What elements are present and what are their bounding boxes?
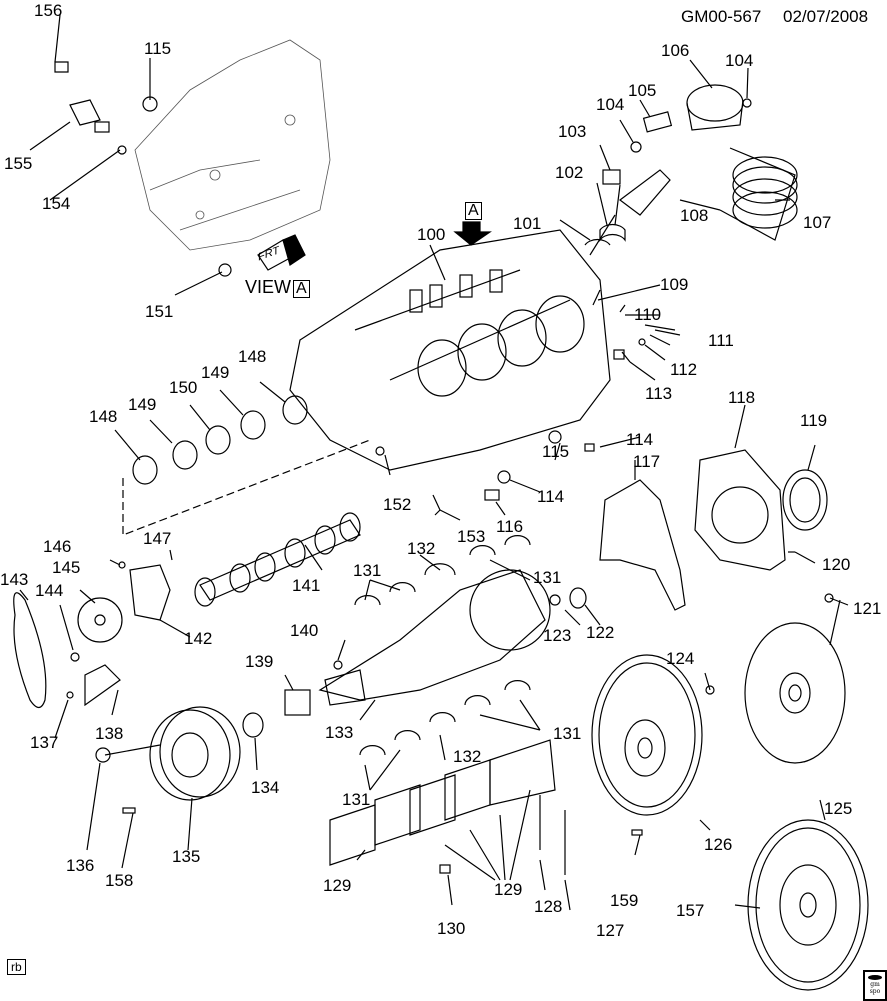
callout-107[interactable]: 107 [803,213,832,232]
callout-119[interactable]: 119 [800,411,828,430]
callout-115[interactable]: 115 [144,39,172,58]
callout-111[interactable]: 111 [708,331,734,350]
callout-112[interactable]: 112 [670,360,698,379]
main-caps-129 [329,739,556,866]
callout-108[interactable]: 108 [680,206,709,225]
piston-assembly [584,84,798,256]
callout-102[interactable]: 102 [555,163,584,182]
clutch-125 [744,622,846,764]
callout-157[interactable]: 157 [676,901,705,920]
callout-128[interactable]: 128 [534,897,563,916]
callout-116[interactable]: 116 [496,517,524,536]
diagram-date: 02/07/2008 [783,7,869,26]
callout-103[interactable]: 103 [558,122,587,141]
callout-131[interactable]: 131 [533,568,562,587]
callout-145[interactable]: 145 [52,558,81,577]
callout-136[interactable]: 136 [66,856,95,875]
callout-105[interactable]: 105 [628,81,657,100]
callout-141[interactable]: 141 [292,576,321,595]
camshaft-141 [194,512,361,607]
callout-110[interactable]: 110 [634,305,662,324]
callout-159[interactable]: 159 [610,891,639,910]
main-bearings [354,535,531,756]
callout-153[interactable]: 153 [457,527,486,546]
callout-143[interactable]: 143 [0,570,29,589]
callout-152[interactable]: 152 [383,495,412,514]
callout-144[interactable]: 144 [35,581,64,600]
callout-129[interactable]: 129 [323,876,352,895]
callout-131[interactable]: 131 [553,724,582,743]
flywheel-126 [591,654,703,816]
logo-text-1: gm [870,981,880,988]
view-ref-box: A [293,280,310,298]
callout-123[interactable]: 123 [543,626,572,645]
callout-148[interactable]: 148 [238,347,267,366]
logo-oval-icon [868,975,882,980]
callout-124[interactable]: 124 [666,649,695,668]
callout-158[interactable]: 158 [105,871,134,890]
callout-140[interactable]: 140 [290,621,319,640]
callout-137[interactable]: 137 [30,733,59,752]
callout-125[interactable]: 125 [824,799,853,818]
callout-126[interactable]: 126 [704,835,733,854]
callout-131[interactable]: 131 [342,790,371,809]
callout-134[interactable]: 134 [251,778,280,797]
callout-151[interactable]: 151 [145,302,174,321]
callout-133[interactable]: 133 [325,723,354,742]
callout-154[interactable]: 154 [42,194,71,213]
callout-109[interactable]: 109 [660,275,689,294]
callout-129[interactable]: 129 [494,880,523,899]
callout-104[interactable]: 104 [725,51,754,70]
callout-130[interactable]: 130 [437,919,466,938]
callout-117[interactable]: 117 [633,452,661,471]
callout-147[interactable]: 147 [143,529,172,548]
callout-132[interactable]: 132 [407,539,436,558]
callout-120[interactable]: 120 [822,555,851,574]
diagram-id: GM00-567 [681,7,762,26]
callout-113[interactable]: 113 [645,384,673,403]
callout-156[interactable]: 156 [34,1,63,20]
callout-115[interactable]: 115 [542,442,570,461]
callout-148[interactable]: 148 [89,407,118,426]
callout-142[interactable]: 142 [184,629,213,648]
callout-101[interactable]: 101 [513,214,542,233]
crankshaft-133 [318,569,551,706]
corner-tag: rb [7,959,26,975]
callout-150[interactable]: 150 [169,378,198,397]
callout-121[interactable]: 121 [853,599,882,618]
callout-132[interactable]: 132 [453,747,482,766]
inset-engine-view [134,39,331,251]
flexplate-157 [747,819,869,991]
callout-149[interactable]: 149 [128,395,157,414]
callout-114[interactable]: 114 [626,430,654,449]
callout-149[interactable]: 149 [201,363,230,382]
logo-text-2: spo [869,988,881,995]
balancer-135 [149,706,241,801]
callout-114[interactable]: 114 [537,487,565,506]
callout-131[interactable]: 131 [353,561,382,580]
callout-104[interactable]: 104 [596,95,625,114]
callout-118[interactable]: 118 [728,388,756,407]
callout-122[interactable]: 122 [586,623,615,642]
callout-100[interactable]: 100 [417,225,446,244]
callout-127[interactable]: 127 [596,921,625,940]
cam-bearings [132,395,308,485]
callout-139[interactable]: 139 [245,652,274,671]
callout-155[interactable]: 155 [4,154,33,173]
callout-146[interactable]: 146 [43,537,72,556]
callout-135[interactable]: 135 [172,847,201,866]
callout-138[interactable]: 138 [95,724,124,743]
arrow-a-ref: A [465,202,482,220]
view-label-text: VIEW [245,277,292,297]
callout-106[interactable]: 106 [661,41,690,60]
engine-block-100 [289,229,611,471]
covers-117-118 [599,449,828,611]
